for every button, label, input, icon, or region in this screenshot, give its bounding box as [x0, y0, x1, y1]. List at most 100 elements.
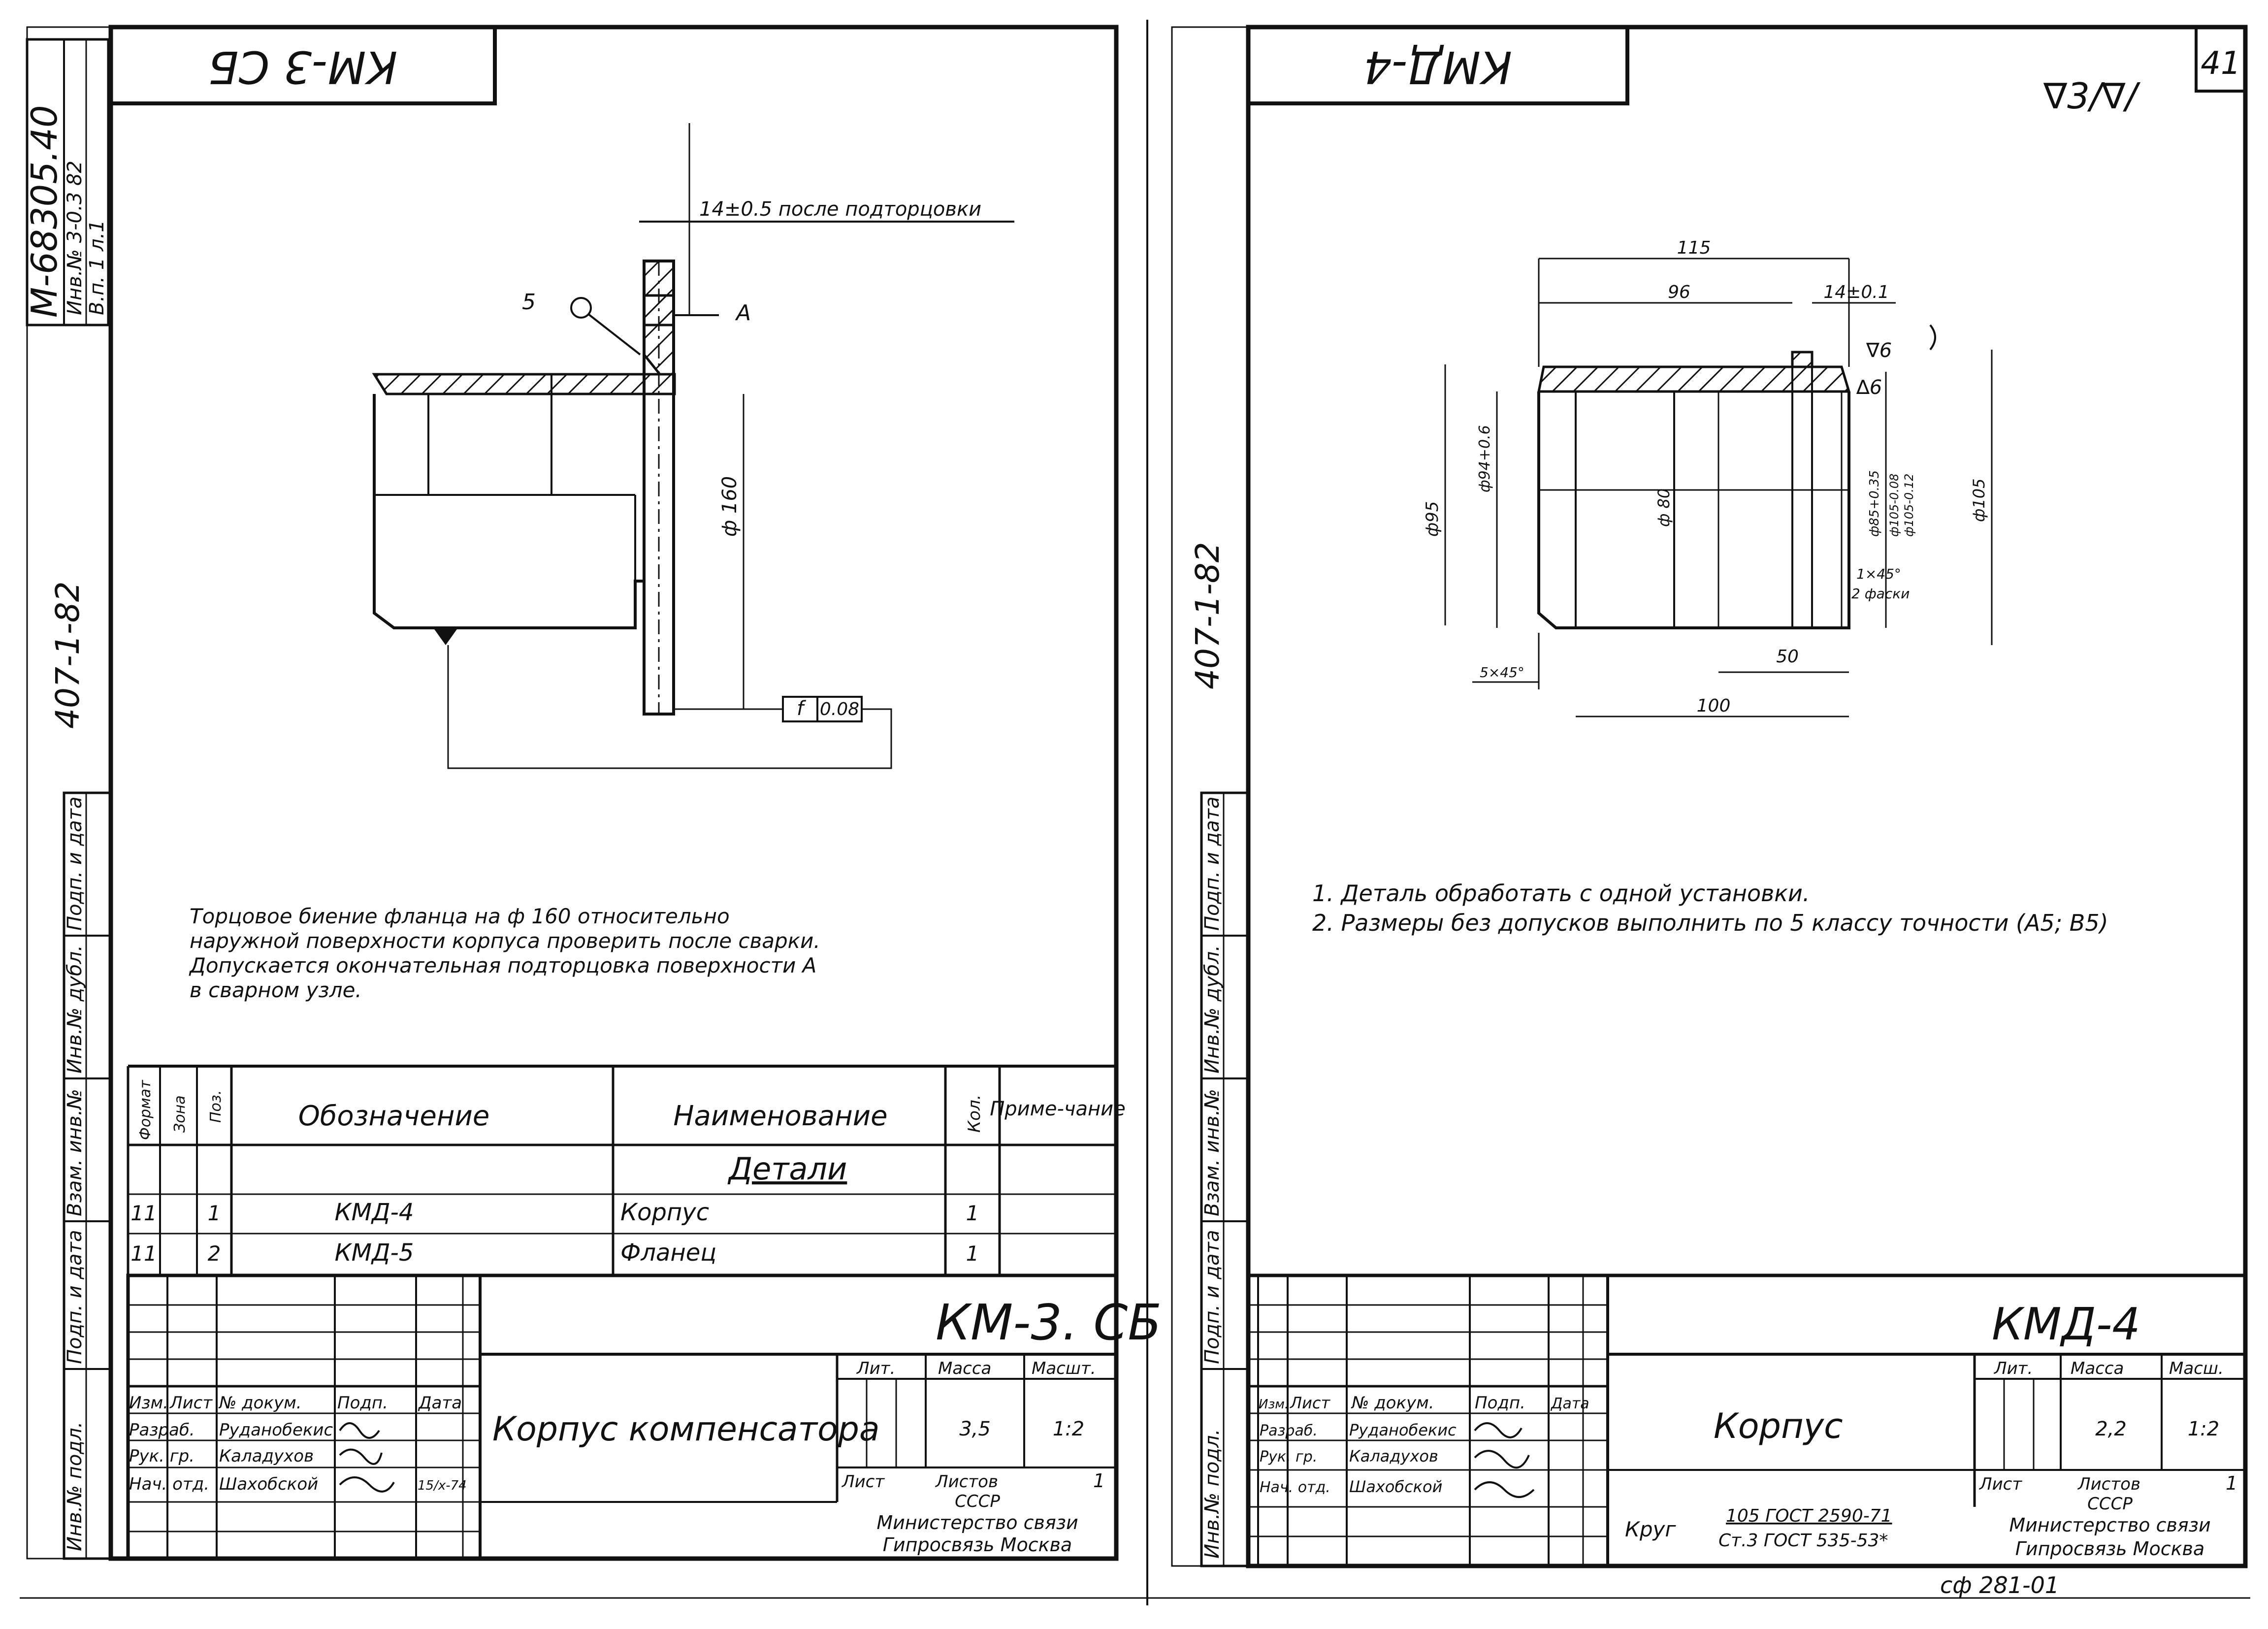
part-drawing: 115 96 14±0.1 ∇6 ∆6 ф95 ф94+0.6 ф 80 ф85… — [1423, 238, 1993, 717]
lt-sheets: 1 — [1093, 1470, 1105, 1492]
rt-mass-label: Масса — [2071, 1359, 2124, 1378]
rt-material-prefix: Круг — [1625, 1517, 1676, 1541]
dim-chamfer: 1×45° — [1856, 566, 1901, 582]
series-right: 407-1-82 — [1189, 542, 1227, 689]
left-notes-2: наружной поверхности корпуса проверить п… — [190, 929, 820, 953]
rt-scale: 1:2 — [2188, 1418, 2219, 1440]
rt-person-1: Руданобекис — [1349, 1421, 1457, 1439]
left-notes-4: в сварном узле. — [190, 978, 362, 1002]
spec-row-1-designation: КМД-4 — [335, 1199, 414, 1226]
lt-role-3: Нач. отд. — [129, 1474, 209, 1494]
rt-col-list: Лист — [1290, 1394, 1330, 1412]
rt-lit-label: Лит. — [1993, 1359, 2033, 1378]
spec-row-2-pos: 2 — [208, 1241, 221, 1266]
spec-row-1-name: Корпус — [620, 1199, 709, 1226]
roughness-label: 5 — [522, 290, 536, 315]
spec-row-2-format: 11 — [130, 1241, 157, 1266]
rough-6a: ∇6 — [1866, 339, 1892, 362]
rt-sheets-label: Листов — [2077, 1474, 2140, 1494]
rt-sheets: 1 — [2226, 1472, 2237, 1494]
margin-label-1: Подп. и дата — [64, 797, 86, 931]
dia-label: ф 160 — [718, 476, 741, 537]
lt-scale-label: Масшт. — [1032, 1359, 1096, 1378]
margin-label-3: Взам. инв.№ — [64, 1089, 86, 1216]
lt-person-2: Каладухов — [219, 1446, 314, 1466]
lt-col-izm: Изм. — [129, 1393, 168, 1413]
margin-label-2: Инв.№ дубл. — [64, 945, 86, 1074]
rt-mass: 2,2 — [2095, 1418, 2127, 1440]
left-tb-code: КМ-3. СБ — [936, 1294, 1162, 1351]
dim-dia95: ф95 — [1423, 501, 1442, 537]
dim-dia85: ф85+0.35 — [1867, 470, 1882, 537]
lt-date-value: 15/x-74 — [418, 1478, 467, 1493]
rt-col-doc: № докум. — [1351, 1393, 1434, 1413]
r-margin-label-4: Подп. и дата — [1201, 1230, 1224, 1364]
dim-dia80: ф 80 — [1654, 489, 1673, 527]
spec-row-2-qty: 1 — [966, 1241, 979, 1266]
dim-dia105a: ф105-0.08 — [1887, 474, 1901, 537]
left-stamp-box — [109, 25, 497, 105]
lt-lit-label: Лит. — [856, 1359, 895, 1378]
rt-sheet-label: Лист — [1978, 1474, 2022, 1494]
spec-row-1-pos: 1 — [208, 1201, 221, 1225]
rt-org-3: Гипросвязь Москва — [2015, 1538, 2204, 1560]
lt-col-list: Лист — [169, 1393, 213, 1413]
left-sheet: М-68305.40 Инв.№ 3-0.3 82 В.п. 1 л.1 407… — [24, 25, 1162, 1561]
sheet-number: 41 — [2201, 45, 2240, 82]
rt-role-3: Нач. отд. — [1260, 1479, 1330, 1496]
rt-material-top: 105 ГОСТ 2590-71 — [1726, 1506, 1892, 1526]
dim-chamfer2: 2 фаски — [1851, 586, 1910, 602]
right-note-1: 1. Деталь обработать с одной установки. — [1312, 880, 1810, 907]
rt-person-3: Шахобской — [1349, 1477, 1442, 1496]
r-margin-label-1: Подп. и дата — [1201, 797, 1224, 931]
lt-col-sign: Подп. — [337, 1393, 388, 1413]
dim-100: 100 — [1697, 696, 1731, 716]
archive-code: М-68305.40 — [24, 105, 65, 318]
rt-org-2: Министерство связи — [2009, 1514, 2210, 1536]
spec-h-designation: Обозначение — [298, 1100, 490, 1132]
left-notes-3: Допускается окончательная подторцовка по… — [189, 953, 816, 977]
archive-inv: Инв.№ 3-0.3 82 — [64, 161, 86, 315]
lt-sheet-label: Лист — [841, 1472, 885, 1492]
lt-org-1: СССР — [955, 1492, 1000, 1511]
right-tb-code: КМД-4 — [1992, 1299, 2140, 1350]
spec-table: Формат Зона Поз. Обозначение Наименовани… — [127, 1065, 1126, 1277]
dim-dia94: ф94+0.6 — [1476, 425, 1493, 492]
lt-sheets-label: Листов — [935, 1472, 998, 1492]
sheet-number-box — [2195, 26, 2247, 93]
dim-115: 115 — [1677, 238, 1711, 258]
right-note-2: 2. Размеры без допусков выполнить по 5 к… — [1312, 910, 2108, 936]
right-sheet: 407-1-82 Подп. и дата Инв.№ дубл. Взам. … — [1171, 25, 2248, 1598]
dim-14: 14±0.1 — [1823, 282, 1889, 302]
spec-row-1-qty: 1 — [966, 1201, 979, 1225]
left-notes-1: Торцовое биение фланца на ф 160 относите… — [190, 904, 730, 928]
lt-org-3: Гипросвязь Москва — [883, 1534, 1072, 1556]
rt-person-2: Каладухов — [1349, 1447, 1438, 1466]
left-note-1: 14±0.5 после подторцовки — [699, 198, 981, 221]
dim-dia105b: ф105-0.12 — [1902, 474, 1916, 537]
roughness-top: ∇3/∇/ — [2043, 75, 2140, 117]
lt-col-doc: № докум. — [218, 1393, 302, 1413]
rt-col-date: Дата — [1550, 1395, 1589, 1412]
dim-50: 50 — [1776, 647, 1799, 667]
rt-col-izm: Изм. — [1259, 1397, 1289, 1412]
rt-role-2: Рук. гр. — [1260, 1448, 1317, 1466]
lt-person-3: Шахобской — [219, 1474, 318, 1494]
right-footer: сф 281-01 — [1940, 1572, 2059, 1598]
left-tb-name: Корпус компенсатора — [492, 1410, 880, 1449]
archive-vp: В.п. 1 л.1 — [86, 220, 108, 315]
r-margin-label-3: Взам. инв.№ — [1201, 1089, 1224, 1216]
margin-label-5: Инв.№ подл. — [64, 1422, 86, 1551]
right-title-block: Изм. Лист № докум. Подп. Дата Разраб. Ру… — [1246, 1273, 2247, 1568]
tolerance-sym: f — [797, 697, 807, 720]
rt-col-sign: Подп. — [1475, 1393, 1525, 1413]
spec-h-note: Приме-чание — [990, 1098, 1126, 1120]
r-margin-label-5: Инв.№ подл. — [1201, 1429, 1224, 1559]
right-margin-table — [1200, 791, 1250, 1567]
spec-row-2-name: Фланец — [620, 1239, 716, 1267]
spec-h-zone: Зона — [171, 1095, 189, 1133]
spec-row-1-format: 11 — [130, 1201, 157, 1225]
rt-role-1: Разраб. — [1260, 1422, 1318, 1439]
